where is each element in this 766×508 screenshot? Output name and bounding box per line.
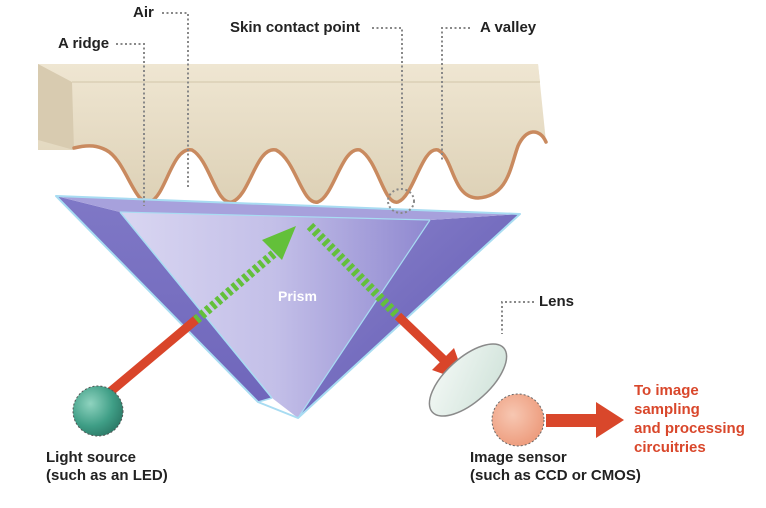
output-line-1: To image bbox=[634, 382, 699, 399]
lens bbox=[428, 343, 508, 417]
incident-light-beam bbox=[107, 226, 296, 396]
ridge-label: A ridge bbox=[58, 35, 110, 52]
output-label: To image sampling and processing circuit… bbox=[634, 381, 745, 457]
lens-leader-line bbox=[501, 301, 534, 334]
lens-label: Lens bbox=[539, 293, 575, 310]
light-source-label: Light source (such as an LED) bbox=[46, 449, 168, 485]
output-line-2: sampling bbox=[634, 401, 700, 418]
valley-label: A valley bbox=[480, 19, 537, 36]
image-sensor bbox=[491, 393, 545, 447]
finger-skin bbox=[38, 64, 548, 204]
air-label: Air bbox=[133, 4, 154, 21]
output-line-4: circuitries bbox=[634, 439, 706, 456]
output-arrow bbox=[546, 402, 624, 438]
light-source-example: (such as an LED) bbox=[46, 467, 168, 484]
incident-arrowhead bbox=[262, 226, 296, 260]
skin-contact-point-label: Skin contact point bbox=[230, 19, 361, 36]
image-sensor-label: Image sensor (such as CCD or CMOS) bbox=[470, 449, 641, 485]
light-source-title: Light source bbox=[46, 449, 137, 466]
image-sensor-title: Image sensor bbox=[470, 449, 567, 466]
output-line-3: and processing bbox=[634, 420, 745, 437]
ridge-leader-line bbox=[116, 43, 145, 206]
prism-label: Prism bbox=[278, 288, 317, 304]
contact-point-marker bbox=[387, 188, 415, 214]
light-source-led bbox=[72, 385, 124, 437]
image-sensor-example: (such as CCD or CMOS) bbox=[470, 467, 641, 484]
leader-lines bbox=[116, 12, 534, 334]
contact-point-leader-line bbox=[372, 27, 403, 186]
valley-leader-line bbox=[441, 27, 470, 160]
